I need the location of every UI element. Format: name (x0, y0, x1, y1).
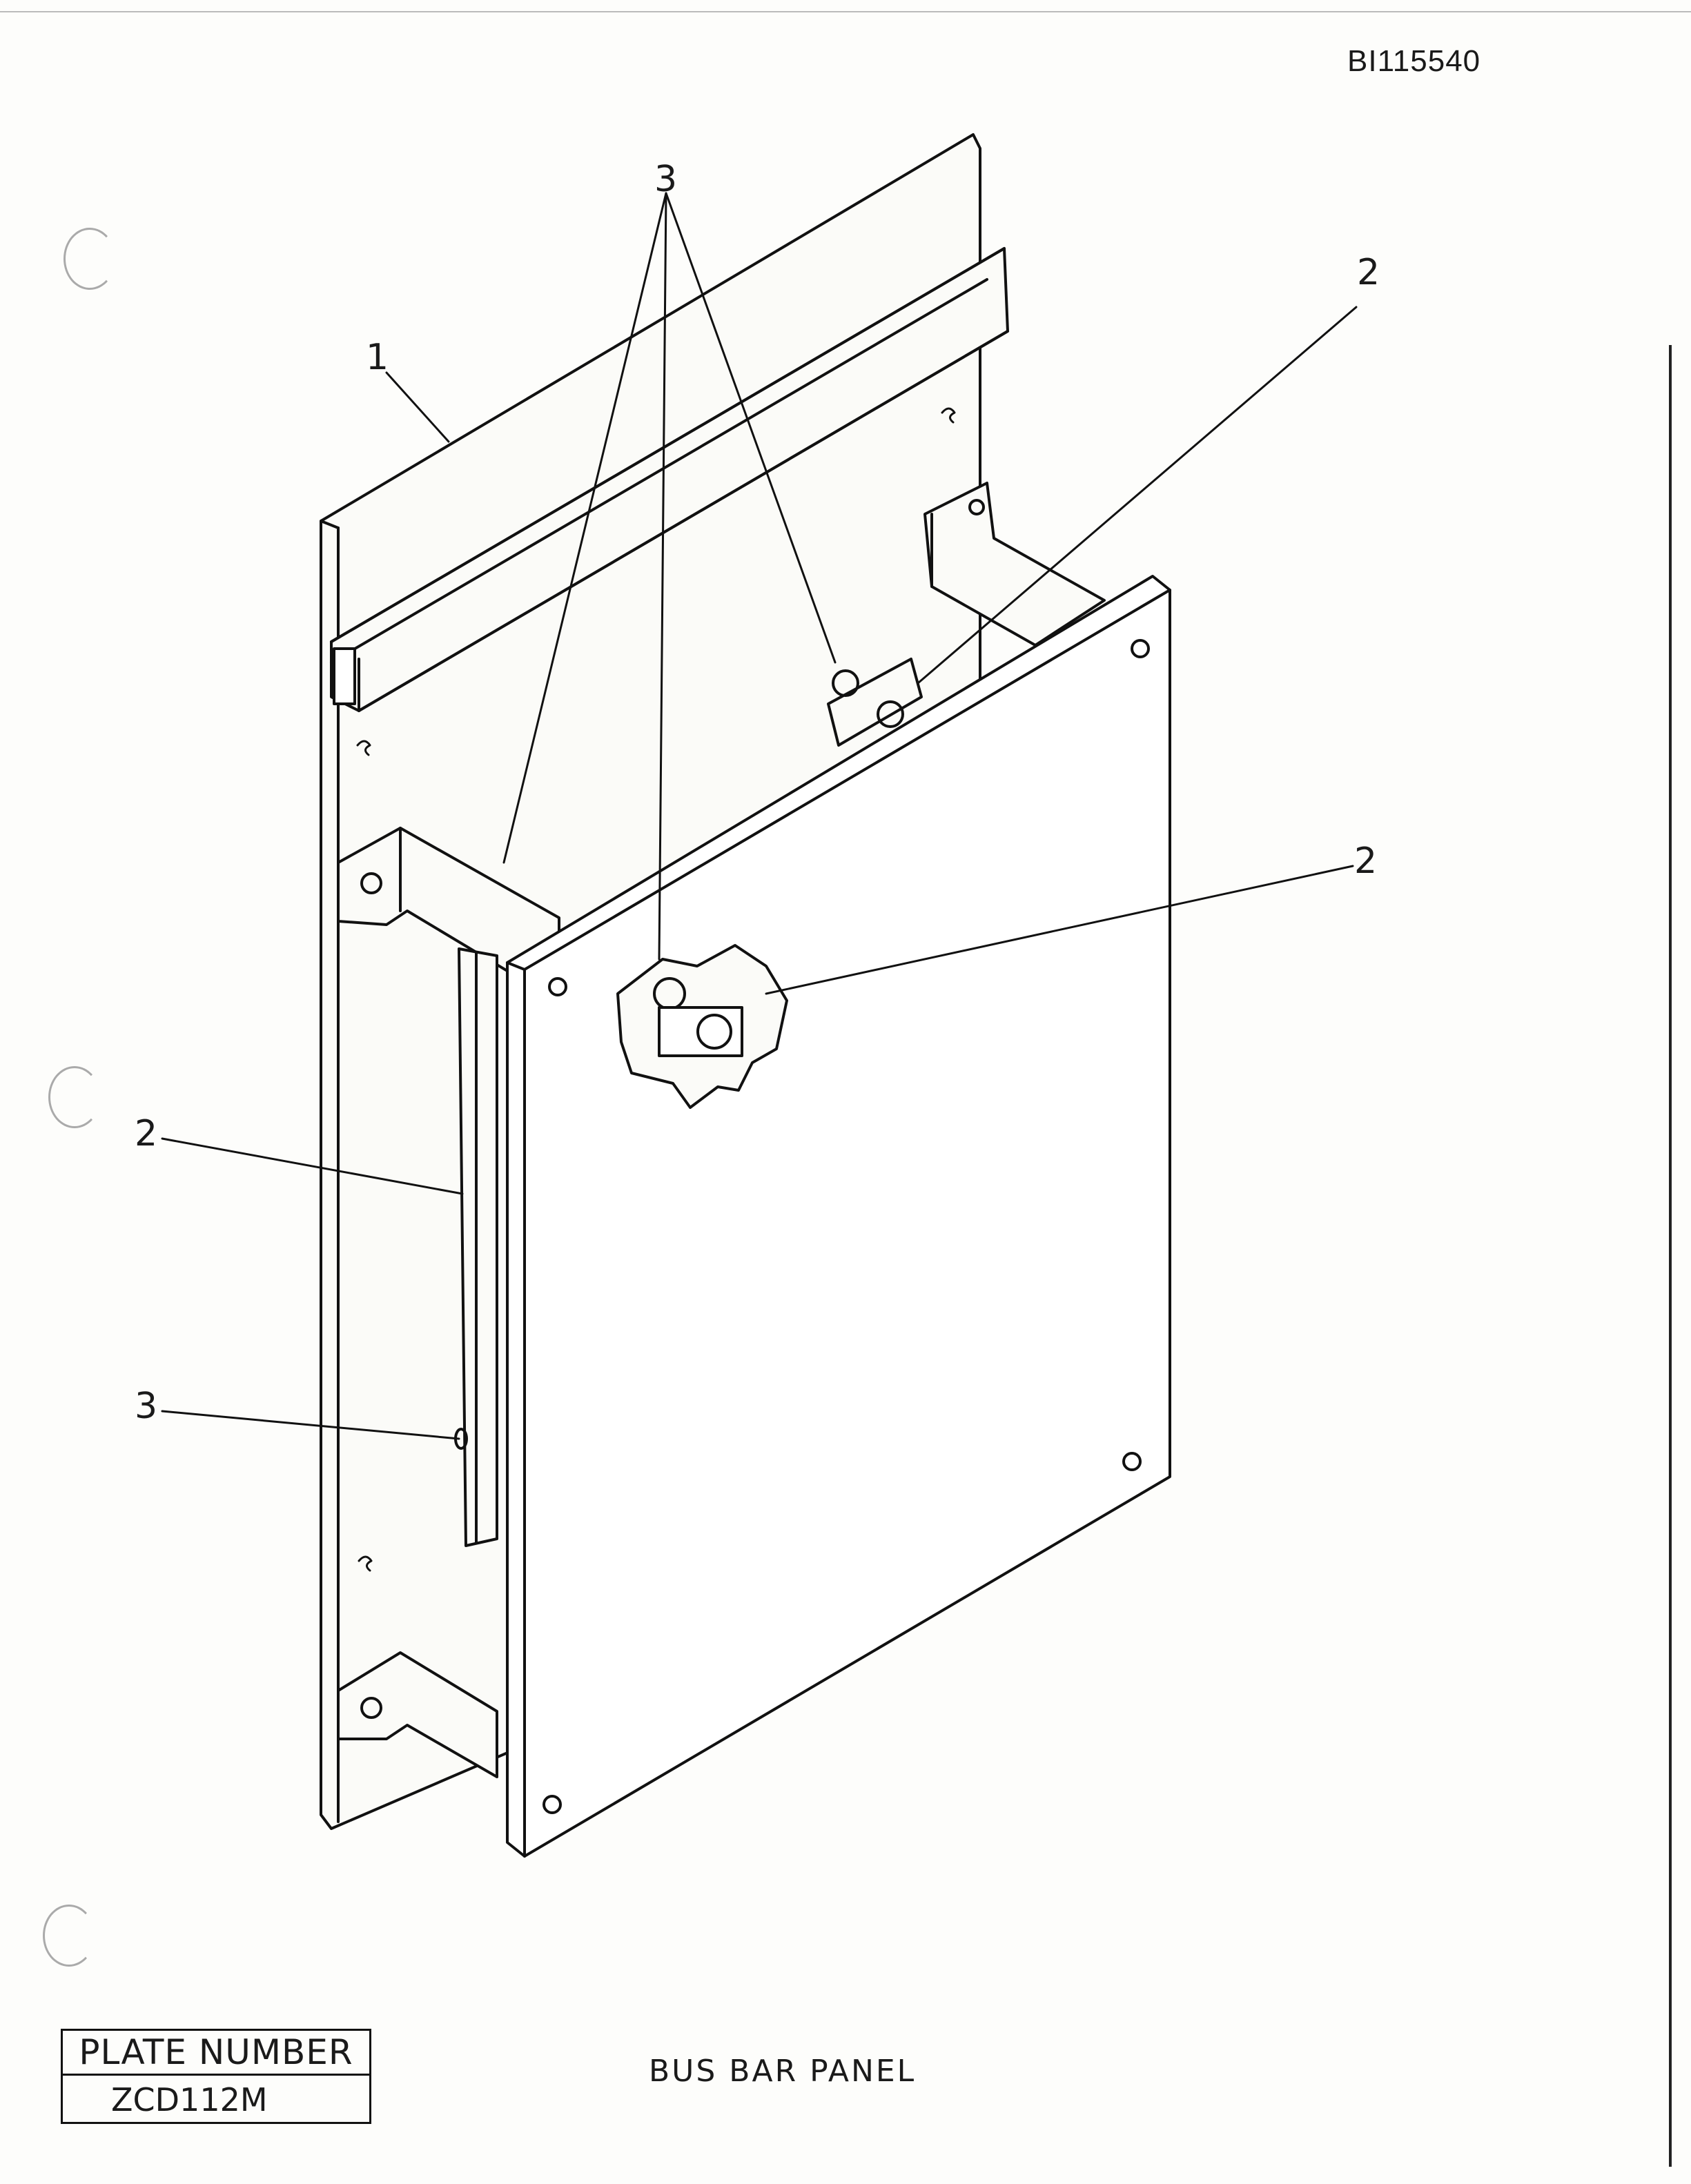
upper-right-bracket (923, 482, 1106, 647)
top-channel (330, 247, 1009, 712)
figure-caption: BUS BAR PANEL (649, 2054, 917, 2089)
document-id: BI115540 (1347, 44, 1481, 78)
callout-1: 1 (366, 337, 389, 378)
lower-left-bracket (337, 1651, 498, 1778)
punch-hole-top (63, 228, 116, 290)
plate-number-value: ZCD112M (111, 2081, 268, 2118)
callout-2-middle: 2 (1354, 840, 1378, 882)
right-edge-line (1669, 345, 1672, 2167)
cutaway-terminal (616, 944, 788, 1109)
callout-2-left: 2 (135, 1113, 158, 1154)
plate-number-box: PLATE NUMBER ZCD112M (61, 2029, 371, 2124)
callout-3-left: 3 (135, 1386, 158, 1427)
callout-3-top: 3 (654, 159, 678, 200)
plate-number-header: PLATE NUMBER (63, 2031, 369, 2076)
punch-hole-bottom (43, 1905, 95, 1967)
top-edge-line (0, 11, 1691, 12)
front-cover-panel (506, 575, 1171, 1858)
punch-hole-middle (48, 1066, 101, 1128)
leader-lines (161, 192, 1358, 1440)
callout-2-upper: 2 (1357, 252, 1380, 293)
upper-terminal (827, 658, 923, 747)
back-plate-fasteners (356, 407, 956, 1572)
upper-left-bracket (337, 827, 560, 974)
